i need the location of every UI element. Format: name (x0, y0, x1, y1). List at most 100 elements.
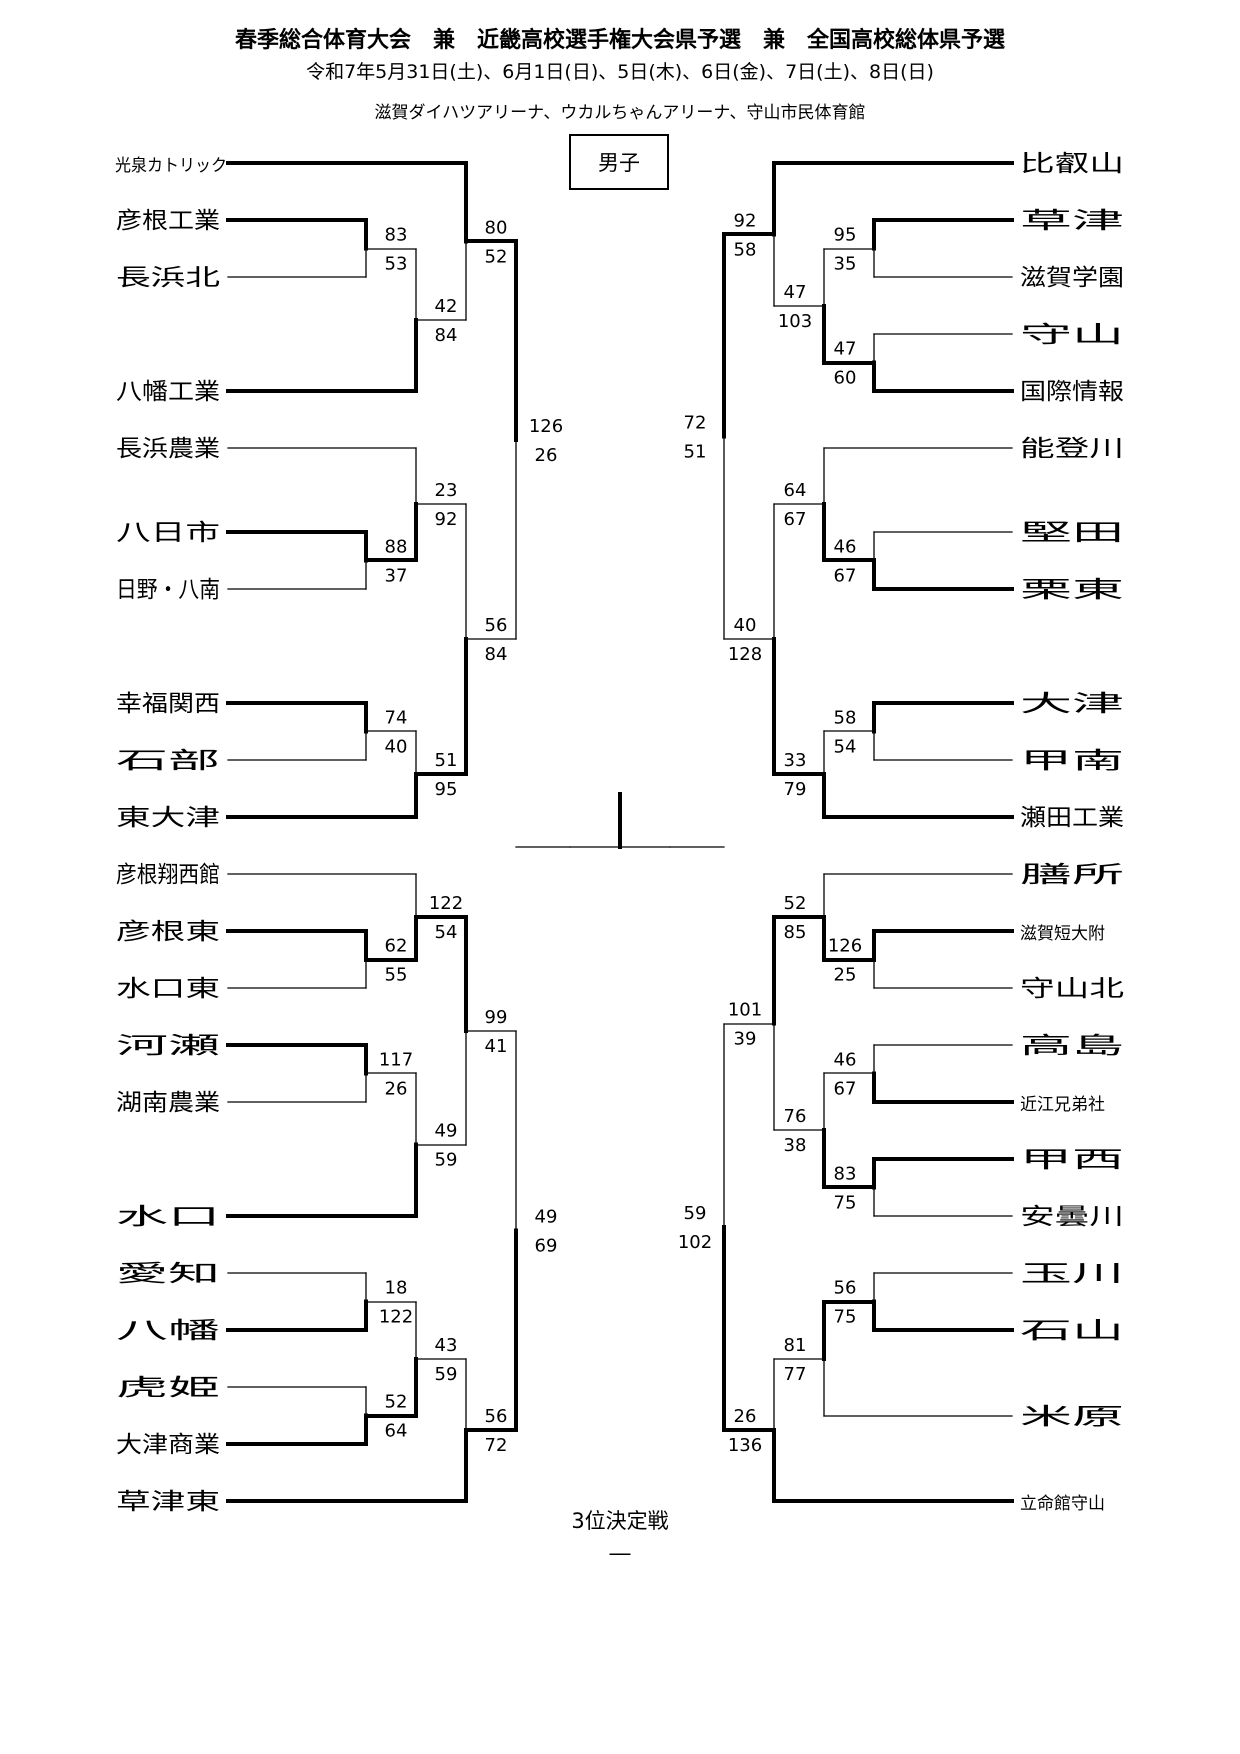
left-match-score-top: 117 (379, 1050, 413, 1071)
right-match-score-bottom: 35 (834, 254, 857, 275)
category-label: 男子 (569, 134, 669, 190)
right-match-score-bottom: 51 (684, 442, 707, 463)
right-team-name: 守山北 (1020, 976, 1124, 1002)
left-match-score-bottom: 69 (535, 1236, 558, 1257)
right-team-name: 米原 (1020, 1404, 1124, 1430)
right-match-score-bottom: 38 (784, 1135, 807, 1156)
right-team-name: 堅田 (1020, 520, 1124, 546)
left-match-score-bottom: 55 (385, 965, 408, 986)
right-match-score-bottom: 75 (834, 1307, 857, 1328)
right-match-score-top: 95 (834, 225, 857, 246)
right-match-score-bottom: 75 (834, 1193, 857, 1214)
right-match-score-bottom: 25 (834, 965, 857, 986)
right-match-score-top: 76 (784, 1106, 807, 1127)
left-team-name: 八幡 (116, 1318, 220, 1344)
left-team-name: 彦根東 (116, 919, 220, 945)
left-match-score-top: 18 (385, 1278, 408, 1299)
right-match-score-bottom: 67 (834, 1079, 857, 1100)
left-match-score-top: 99 (485, 1007, 508, 1028)
third-place-result: ― (610, 1541, 631, 1565)
right-match-score-top: 64 (784, 480, 807, 501)
left-match-score-bottom: 72 (485, 1435, 508, 1456)
right-match-score-bottom: 128 (728, 644, 762, 665)
left-match-score-bottom: 26 (535, 445, 558, 466)
left-match-score-top: 56 (485, 615, 508, 636)
right-team-name: 甲西 (1020, 1147, 1124, 1173)
right-team-name: 守山 (1020, 322, 1124, 348)
left-match-score-bottom: 84 (485, 644, 508, 665)
left-team-name: 湖南農業 (116, 1090, 220, 1116)
left-match-score-bottom: 95 (435, 779, 458, 800)
left-team-name: 大津商業 (116, 1432, 220, 1458)
left-match-score-top: 74 (385, 708, 408, 729)
right-match-score-bottom: 54 (834, 737, 857, 758)
right-match-score-top: 126 (828, 936, 862, 957)
right-match-score-bottom: 79 (784, 779, 807, 800)
right-match-score-bottom: 77 (784, 1364, 807, 1385)
right-match-score-top: 46 (834, 1050, 857, 1071)
left-match-score-bottom: 52 (485, 247, 508, 268)
left-match-score-bottom: 37 (385, 566, 408, 587)
right-team-name: 玉川 (1020, 1261, 1124, 1287)
left-team-name: 水口東 (116, 976, 220, 1002)
left-match-score-top: 42 (435, 296, 458, 317)
right-team-name: 安曇川 (1020, 1204, 1124, 1230)
left-match-score-top: 122 (429, 893, 463, 914)
left-team-name: 長浜北 (116, 265, 220, 291)
right-match-score-top: 101 (728, 1000, 762, 1021)
right-match-score-top: 26 (734, 1406, 757, 1427)
left-match-score-bottom: 54 (435, 922, 458, 943)
left-team-name: 石部 (116, 748, 220, 774)
left-match-score-bottom: 53 (385, 254, 408, 275)
right-match-score-bottom: 103 (778, 311, 812, 332)
left-team-name: 愛知 (116, 1261, 220, 1287)
right-match-score-top: 72 (684, 413, 707, 434)
right-match-score-top: 58 (834, 708, 857, 729)
right-team-name: 滋賀学園 (1020, 265, 1124, 291)
right-team-name: 滋賀短大附 (1020, 924, 1105, 944)
left-team-name: 日野・八南 (116, 577, 220, 603)
left-match-score-bottom: 92 (435, 509, 458, 530)
left-team-name: 長浜農業 (116, 436, 220, 462)
right-match-score-top: 40 (734, 615, 757, 636)
left-team-name: 草津東 (116, 1489, 220, 1515)
tournament-dates: 令和7年5月31日(土)、6月1日(日)、5日(木)、6日(金)、7日(土)、8… (306, 61, 934, 83)
left-match-score-top: 23 (435, 480, 458, 501)
right-team-name: 近江兄弟社 (1020, 1095, 1105, 1115)
left-match-score-top: 56 (485, 1406, 508, 1427)
left-match-score-bottom: 84 (435, 325, 458, 346)
left-team-name: 河瀬 (116, 1033, 220, 1059)
left-match-score-top: 43 (435, 1335, 458, 1356)
left-match-score-top: 49 (435, 1121, 458, 1142)
right-team-name: 高島 (1020, 1033, 1124, 1059)
right-match-score-top: 92 (734, 211, 757, 232)
right-match-score-top: 56 (834, 1278, 857, 1299)
left-team-name: 光泉カトリック (115, 156, 227, 176)
right-team-name: 甲南 (1020, 748, 1124, 774)
third-place-label: 3位決定戦 (571, 1509, 668, 1533)
right-team-name: 栗東 (1020, 577, 1124, 603)
left-match-score-top: 52 (385, 1392, 408, 1413)
left-team-name: 虎姫 (116, 1375, 220, 1401)
left-team-name: 彦根翔西館 (116, 862, 220, 888)
left-match-score-bottom: 41 (485, 1036, 508, 1057)
right-team-name: 立命館守山 (1020, 1494, 1105, 1514)
right-match-score-bottom: 136 (728, 1435, 762, 1456)
right-team-name: 国際情報 (1020, 379, 1124, 405)
left-match-score-bottom: 59 (435, 1364, 458, 1385)
right-match-score-bottom: 67 (834, 566, 857, 587)
right-match-score-bottom: 60 (834, 368, 857, 389)
left-match-score-top: 80 (485, 218, 508, 239)
left-match-score-top: 62 (385, 936, 408, 957)
right-match-score-bottom: 102 (678, 1232, 712, 1253)
right-match-score-top: 47 (784, 282, 807, 303)
left-match-score-bottom: 26 (385, 1079, 408, 1100)
left-match-score-top: 49 (535, 1207, 558, 1228)
tournament-venues: 滋賀ダイハツアリーナ、ウカルちゃんアリーナ、守山市民体育館 (374, 103, 866, 123)
right-match-score-top: 83 (834, 1164, 857, 1185)
right-team-name: 草津 (1020, 208, 1124, 234)
left-team-name: 水口 (116, 1204, 220, 1230)
left-match-score-bottom: 59 (435, 1150, 458, 1171)
right-match-score-top: 81 (784, 1335, 807, 1356)
left-match-score-top: 83 (385, 225, 408, 246)
